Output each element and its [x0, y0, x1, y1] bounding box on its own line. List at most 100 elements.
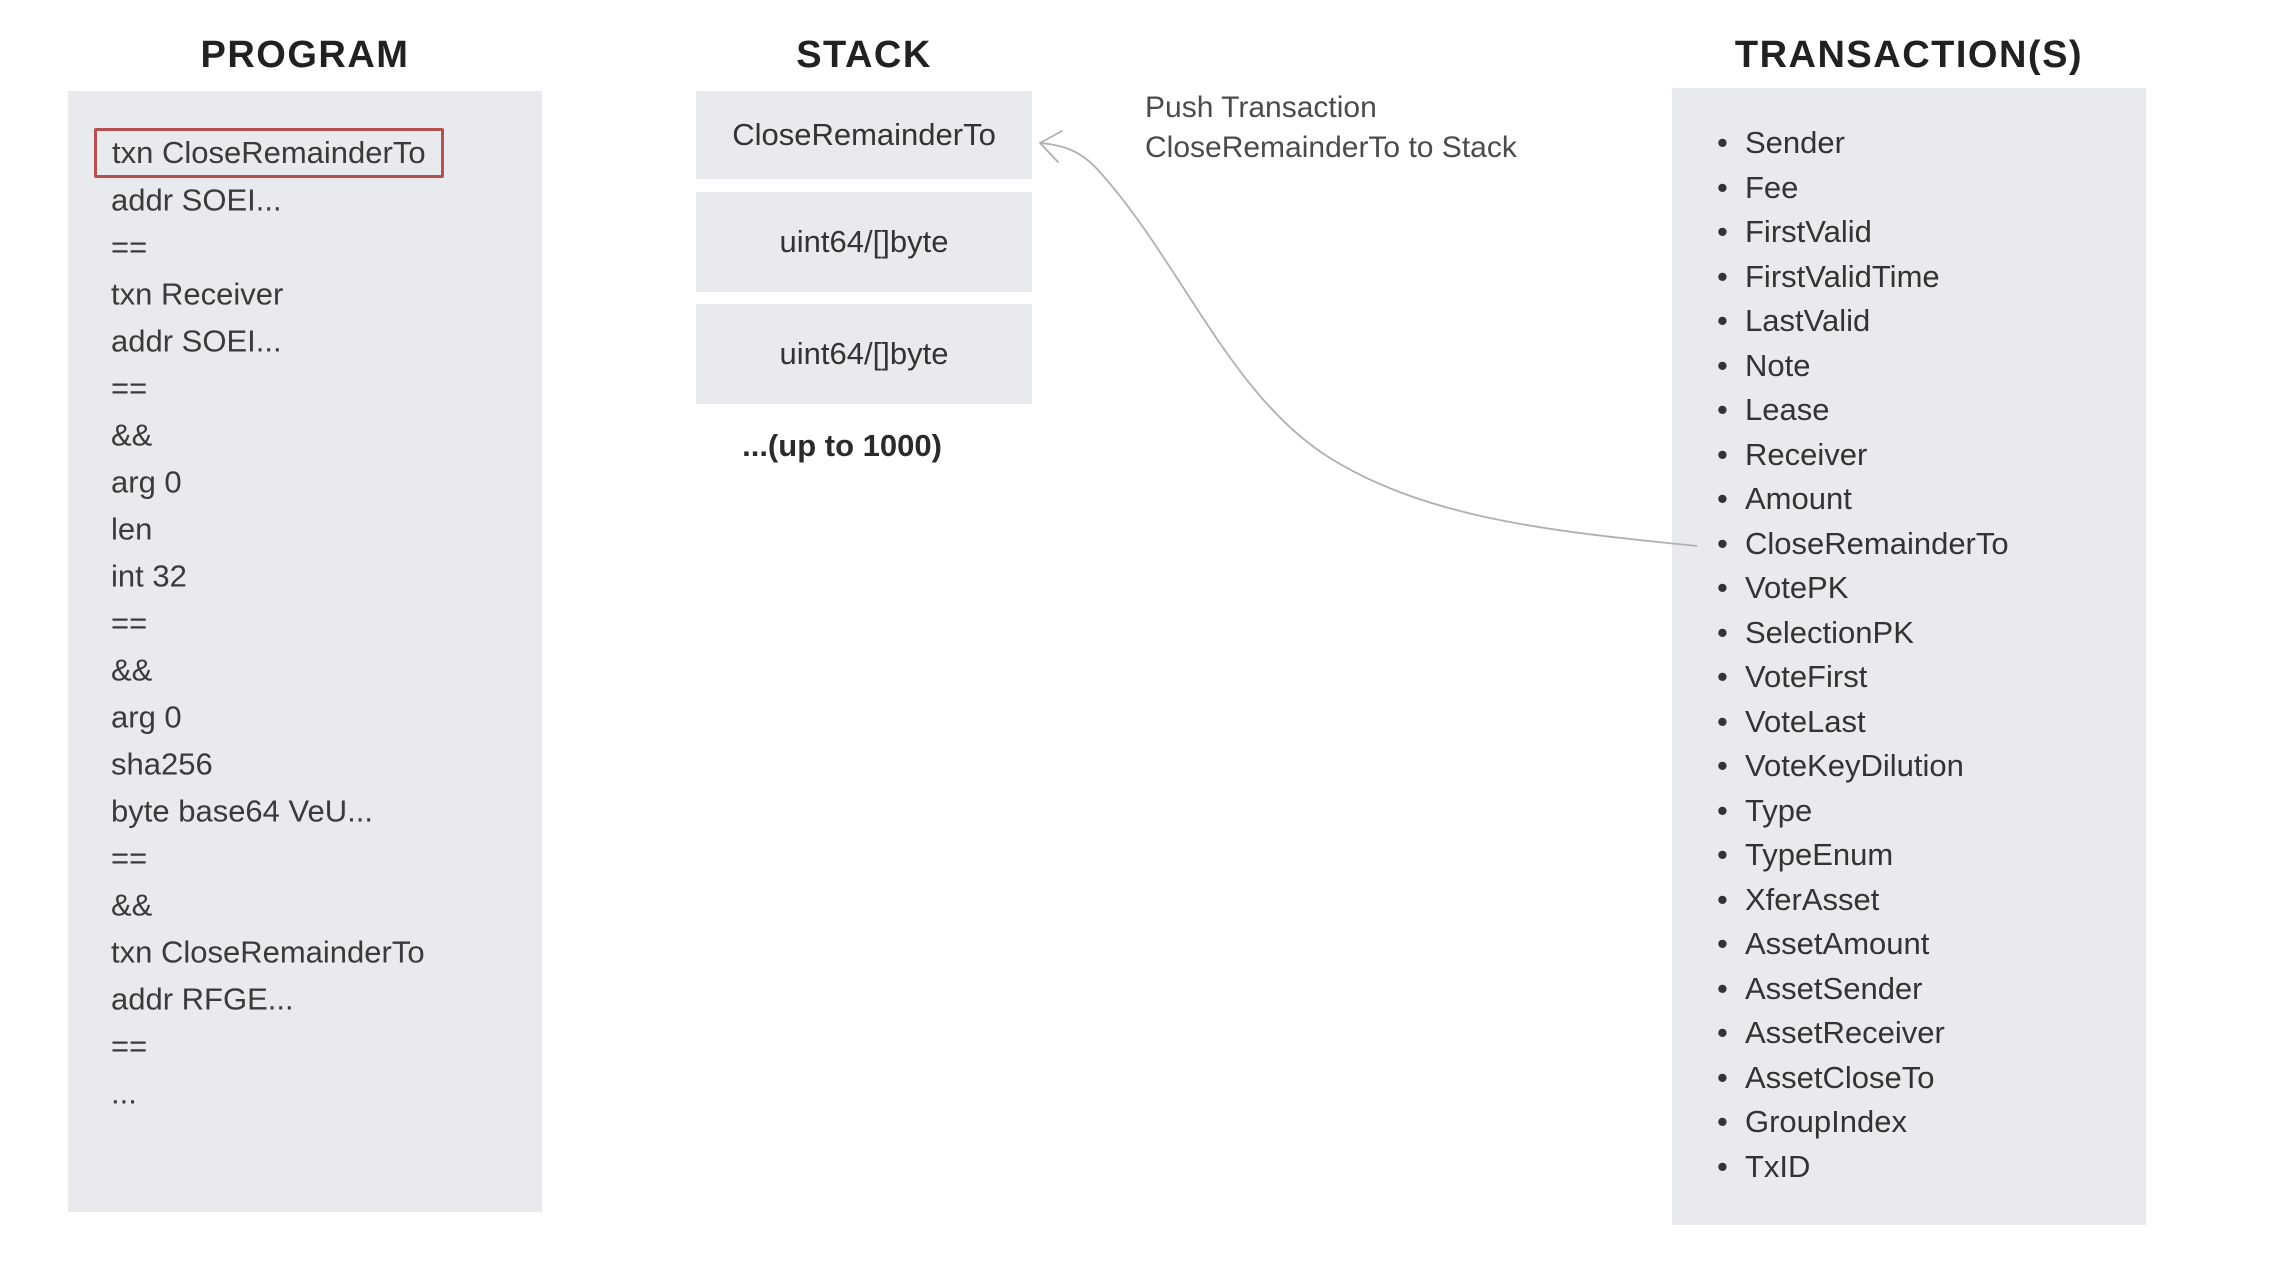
bullet-icon: •	[1717, 837, 1728, 872]
transaction-field-item: • VotePK	[1672, 566, 2146, 611]
transaction-field-label: TxID	[1745, 1148, 1811, 1184]
arrowhead-icon	[1039, 130, 1063, 163]
transaction-field-item: • TxID	[1672, 1145, 2146, 1190]
bullet-icon: •	[1717, 703, 1728, 739]
bullet-icon: •	[1717, 125, 1728, 160]
program-line: ==	[68, 362, 542, 409]
transaction-field-label: AssetCloseTo	[1745, 1059, 1935, 1095]
transaction-field-item: • Receiver	[1672, 433, 2146, 478]
instruction-text: arg 0	[111, 464, 182, 500]
bullet-icon: •	[1717, 436, 1728, 472]
bullet-icon: •	[1717, 1015, 1728, 1050]
stack-column-title: STACK	[796, 34, 932, 76]
program-line: int 32	[68, 550, 542, 597]
instruction-text: ==	[111, 840, 148, 876]
program-line: ==	[68, 221, 542, 268]
stack-overflow-note: ...(up to 1000)	[742, 428, 942, 463]
instruction-text: ==	[111, 1028, 148, 1064]
instruction-text: arg 0	[111, 699, 182, 735]
program-line: byte base64 VeU...	[68, 785, 542, 832]
push-arrow-path	[1039, 142, 1698, 547]
bullet-icon: •	[1717, 792, 1728, 828]
program-line: ==	[68, 1020, 542, 1067]
transaction-field-item: •Sender	[1672, 121, 2146, 166]
program-line: len	[68, 503, 542, 550]
instruction-text: &&	[111, 652, 153, 688]
transaction-field-label: VoteKeyDilution	[1745, 748, 1964, 783]
instruction-text: txn Receiver	[111, 276, 284, 312]
push-annotation: Push Transaction CloseRemainderTo to Sta…	[1145, 88, 1517, 168]
transaction-field-label: VoteLast	[1745, 703, 1866, 739]
stack-box: uint64/[]byte	[696, 304, 1032, 404]
instruction-text: addr SOEI...	[111, 182, 282, 218]
push-annotation-line1: Push Transaction	[1145, 91, 1377, 124]
transaction-field-item: •CloseRemainderTo	[1672, 522, 2146, 567]
bullet-icon: •	[1717, 614, 1728, 650]
transaction-field-label: AssetAmount	[1745, 926, 1930, 961]
transaction-field-item: •Lease	[1672, 388, 2146, 433]
program-line: txn CloseRemainderTo	[68, 127, 542, 178]
bullet-icon: •	[1717, 1059, 1728, 1095]
program-line: ==	[68, 832, 542, 879]
program-line: ==	[68, 597, 542, 644]
transaction-field-item: • GroupIndex	[1672, 1100, 2146, 1145]
transaction-field-item: •AssetSender	[1672, 967, 2146, 1012]
program-line: &&	[68, 409, 542, 456]
transaction-field-item: •Note	[1672, 344, 2146, 389]
transaction-field-label: GroupIndex	[1745, 1104, 1907, 1139]
bullet-icon: •	[1717, 1104, 1728, 1139]
program-line: addr SOEI...	[68, 174, 542, 221]
program-line: addr SOEI...	[68, 315, 542, 362]
program-line: arg 0	[68, 456, 542, 503]
transaction-field-item: •Amount	[1672, 477, 2146, 522]
program-column-title: PROGRAM	[200, 34, 410, 76]
bullet-icon: •	[1717, 169, 1728, 205]
bullet-icon: •	[1717, 303, 1728, 338]
transaction-field-label: Type	[1745, 792, 1813, 828]
transaction-field-item: •LastValid	[1672, 299, 2146, 344]
stack-box: CloseRemainderTo	[696, 91, 1032, 179]
transaction-field-item: • AssetAmount	[1672, 922, 2146, 967]
program-line: &&	[68, 879, 542, 926]
bullet-icon: •	[1717, 347, 1728, 383]
instruction-text: ==	[111, 370, 148, 406]
transaction-field-label: VotePK	[1745, 570, 1849, 605]
transaction-field-item: •XferAsset	[1672, 878, 2146, 923]
bullet-icon: •	[1717, 926, 1728, 961]
bullet-icon: •	[1717, 570, 1728, 605]
transaction-field-item: •FirstValid	[1672, 210, 2146, 255]
highlighted-instruction: txn CloseRemainderTo	[94, 127, 444, 178]
instruction-text: byte base64 VeU...	[111, 793, 373, 829]
instruction-text: ==	[111, 605, 148, 641]
program-line: &&	[68, 644, 542, 691]
transaction-field-item: • AssetReceiver	[1672, 1011, 2146, 1056]
transaction-field-label: FirstValidTime	[1745, 258, 1940, 294]
bullet-icon: •	[1717, 1148, 1728, 1184]
transaction-field-item: •TypeEnum	[1672, 833, 2146, 878]
instruction-text: &&	[111, 417, 153, 453]
bullet-icon: •	[1717, 881, 1728, 917]
instruction-text: ...	[111, 1075, 137, 1111]
program-line: txn CloseRemainderTo	[68, 926, 542, 973]
program-line: addr RFGE...	[68, 973, 542, 1020]
program-line: sha256	[68, 738, 542, 785]
transaction-field-label: AssetReceiver	[1745, 1015, 1945, 1050]
transaction-field-label: Fee	[1745, 169, 1799, 205]
instruction-text: ==	[111, 229, 148, 265]
transaction-field-item: •FirstValidTime	[1672, 255, 2146, 300]
transaction-field-item: •SelectionPK	[1672, 611, 2146, 656]
instruction-text: len	[111, 511, 153, 547]
transactions-column-title: TRANSACTION(S)	[1734, 34, 2084, 76]
program-line: arg 0	[68, 691, 542, 738]
transactions-panel: •Sender•Fee•FirstValid•FirstValidTime•La…	[1672, 88, 2146, 1225]
program-panel: txn CloseRemainderTo addr SOEI... == txn Re…	[68, 91, 542, 1212]
bullet-icon: •	[1717, 748, 1728, 783]
bullet-icon: •	[1717, 392, 1728, 427]
transaction-field-item: •VoteFirst	[1672, 655, 2146, 700]
instruction-text: addr SOEI...	[111, 323, 282, 359]
transaction-field-item: • VoteLast	[1672, 700, 2146, 745]
bullet-icon: •	[1717, 481, 1728, 516]
transaction-field-label: Receiver	[1745, 436, 1868, 472]
transaction-field-item: • Type	[1672, 789, 2146, 834]
